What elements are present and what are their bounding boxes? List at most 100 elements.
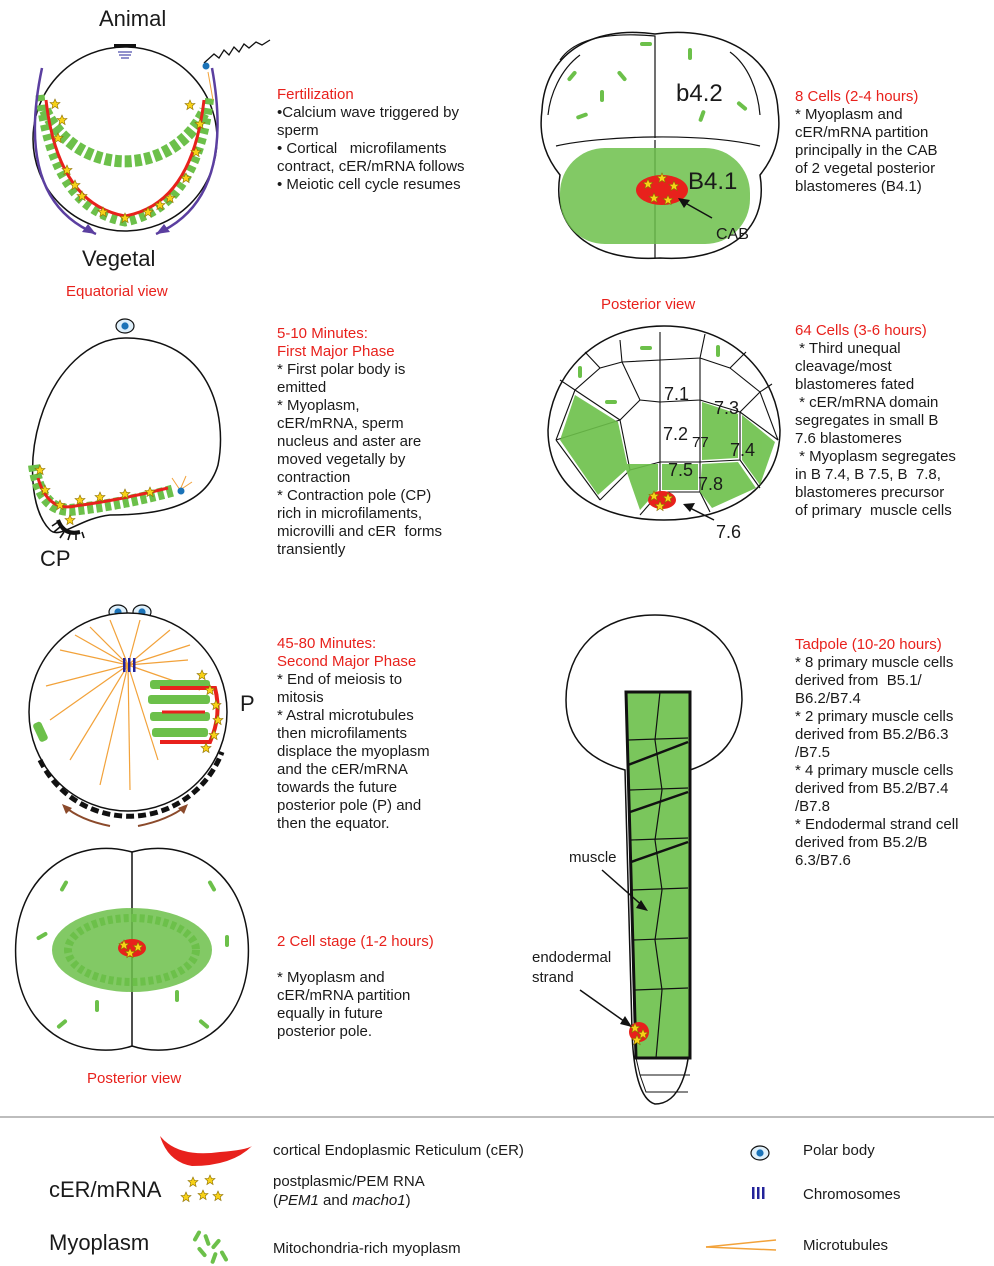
- text-line: B6.2/B7.4: [795, 690, 994, 708]
- cell-label-77: 77: [692, 434, 709, 451]
- text-line: of 2 vegetal posterior: [795, 160, 990, 178]
- legend-cer-label: cortical Endoplasmic Reticulum (cER): [273, 1141, 524, 1160]
- eight-cell-heading: 8 Cells (2-4 hours): [795, 88, 990, 106]
- text-line: * Third unequal: [795, 340, 994, 358]
- eight-cell-text: 8 Cells (2-4 hours) * Myoplasm and cER/m…: [795, 88, 990, 196]
- text-line: posterior pole.: [277, 1023, 507, 1041]
- fertilization-egg: [33, 40, 270, 234]
- text-line: contract, cER/mRNA follows: [277, 158, 499, 176]
- text-line: derived from B5.2/B: [795, 834, 994, 852]
- text-line: rich in microfilaments,: [277, 505, 507, 523]
- cell-label-b42: b4.2: [676, 80, 723, 108]
- text-line: contraction: [277, 469, 507, 487]
- text-line: blastomeres fated: [795, 376, 994, 394]
- second-phase-egg: [29, 605, 227, 826]
- sixty-four-cell-embryo: [548, 326, 780, 520]
- two-cell-view-label: Posterior view: [87, 1070, 181, 1087]
- legend-pem-label: postplasmic/PEM RNA (PEM1 and macho1): [273, 1172, 425, 1210]
- text-line: transiently: [277, 541, 507, 559]
- text-line: of primary muscle cells: [795, 502, 994, 520]
- gene-macho1: macho1: [352, 1192, 405, 1209]
- equatorial-view-label: Equatorial view: [66, 283, 168, 300]
- text-line: •Calcium wave triggered by: [277, 104, 499, 122]
- endodermal-label-1: endodermal: [532, 948, 611, 968]
- eight-cell-view-label: Posterior view: [601, 296, 695, 313]
- text-line: moved vegetally by: [277, 451, 507, 469]
- text-line: cER/mRNA partition: [277, 987, 507, 1005]
- legend-group-cer: cER/mRNA: [49, 1177, 161, 1203]
- text-line: * 8 primary muscle cells: [795, 654, 994, 672]
- text-line: • Cortical microfilaments: [277, 140, 499, 158]
- cab-label: CAB: [716, 226, 749, 244]
- text-line: sperm: [277, 122, 499, 140]
- text-line: displace the myoplasm: [277, 743, 507, 761]
- text-line: • Meiotic cell cycle resumes: [277, 176, 499, 194]
- text-line: * Astral microtubules: [277, 707, 507, 725]
- tadpole-heading: Tadpole (10-20 hours): [795, 636, 994, 654]
- text-line: * End of meiosis to: [277, 671, 507, 689]
- conjunction: and: [319, 1192, 352, 1209]
- text-line: emitted: [277, 379, 507, 397]
- animal-label: Animal: [99, 6, 166, 32]
- legend-pem-line1: postplasmic/PEM RNA: [273, 1172, 425, 1191]
- legend-chrom-label: Chromosomes: [803, 1185, 901, 1204]
- legend-group-myoplasm: Myoplasm: [49, 1230, 149, 1256]
- text-line: 7.6 blastomeres: [795, 430, 994, 448]
- text-line: * Endodermal strand cell: [795, 816, 994, 834]
- second-phase-heading-2: Second Major Phase: [277, 653, 507, 671]
- text-line: * 2 primary muscle cells: [795, 708, 994, 726]
- fertilization-heading: Fertilization: [277, 86, 499, 104]
- text-line: derived from B5.2/B7.4: [795, 780, 994, 798]
- eight-cell-embryo: [541, 32, 779, 258]
- two-cell-heading: 2 Cell stage (1-2 hours): [277, 933, 507, 951]
- cell-label-B41: B4.1: [688, 168, 737, 196]
- text-line: * cER/mRNA domain: [795, 394, 994, 412]
- text-line: 6.3/B7.6: [795, 852, 994, 870]
- cell-label-7-6: 7.6: [716, 522, 741, 543]
- text-line: principally in the CAB: [795, 142, 990, 160]
- two-cell-embryo: [16, 848, 249, 1050]
- text-line: * 4 primary muscle cells: [795, 762, 994, 780]
- vegetal-label: Vegetal: [82, 246, 155, 272]
- cell-label-7-2: 7.2: [663, 424, 688, 445]
- p-label: P: [240, 691, 255, 717]
- gene-pem1: PEM1: [278, 1192, 319, 1209]
- text-line: /B7.5: [795, 744, 994, 762]
- legend-chromosome-symbol: [752, 1187, 765, 1199]
- tadpole-text: Tadpole (10-20 hours) * 8 primary muscle…: [795, 636, 994, 870]
- text-line: microvilli and cER forms: [277, 523, 507, 541]
- first-phase-text: 5-10 Minutes: First Major Phase * First …: [277, 325, 507, 559]
- legend-cer-symbol: [160, 1136, 252, 1166]
- cp-label: CP: [40, 546, 71, 572]
- muscle-label: muscle: [569, 849, 617, 866]
- fertilization-text: Fertilization •Calcium wave triggered by…: [277, 86, 499, 194]
- two-cell-text: 2 Cell stage (1-2 hours) * Myoplasm and …: [277, 933, 507, 1041]
- legend-pem-line2: (PEM1 and macho1): [273, 1191, 425, 1210]
- cell-label-7-3: 7.3: [714, 398, 739, 419]
- endodermal-label: endodermal strand: [532, 948, 611, 988]
- legend-polar-label: Polar body: [803, 1141, 875, 1160]
- sixty-four-heading: 64 Cells (3-6 hours): [795, 322, 994, 340]
- text-line: cER/mRNA partition: [795, 124, 990, 142]
- legend-polar-body-symbol: [751, 1146, 769, 1160]
- cell-label-7-8: 7.8: [698, 474, 723, 495]
- second-phase-text: 45-80 Minutes: Second Major Phase * End …: [277, 635, 507, 833]
- text-line: and the cER/mRNA: [277, 761, 507, 779]
- legend-mt-label: Microtubules: [803, 1236, 888, 1255]
- text-line: towards the future: [277, 779, 507, 797]
- text-line: cleavage/most: [795, 358, 994, 376]
- text-line: then the equator.: [277, 815, 507, 833]
- cell-label-7-4: 7.4: [730, 440, 755, 461]
- text-line: * Contraction pole (CP): [277, 487, 507, 505]
- text-line: equally in future: [277, 1005, 507, 1023]
- endodermal-label-2: strand: [532, 968, 611, 988]
- text-line: * Myoplasm and: [795, 106, 990, 124]
- first-phase-egg: [33, 319, 221, 540]
- sixty-four-text: 64 Cells (3-6 hours) * Third unequal cle…: [795, 322, 994, 520]
- text-line: * Myoplasm,: [277, 397, 507, 415]
- first-phase-heading-2: First Major Phase: [277, 343, 507, 361]
- cell-label-7-5: 7.5: [668, 460, 693, 481]
- cell-label-7-1: 7.1: [664, 384, 689, 405]
- text-line: in B 7.4, B 7.5, B 7.8,: [795, 466, 994, 484]
- second-phase-heading-1: 45-80 Minutes:: [277, 635, 507, 653]
